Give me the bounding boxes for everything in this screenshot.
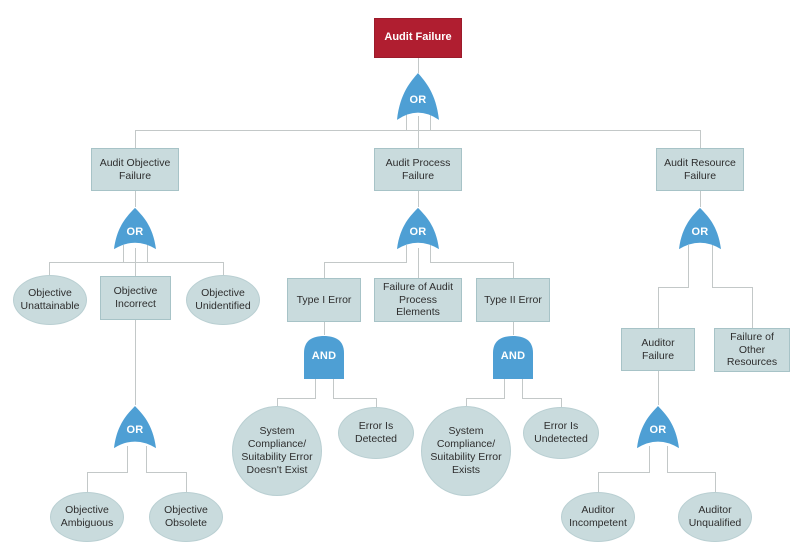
connector [522, 377, 562, 407]
or-gate-icon [679, 207, 721, 250]
or-gate-auditor: OR [636, 405, 680, 450]
or-gate-label: OR [409, 225, 427, 238]
and-gate-type-i: AND [302, 335, 346, 380]
node-error-is-detected: Error Is Detected [338, 407, 414, 459]
or-gate-icon [637, 405, 679, 449]
or-gate-icon [114, 207, 156, 250]
node-objective-obsolete: Objective Obsolete [149, 492, 223, 542]
node-auditor-unqualified: Auditor Unqualified [678, 492, 752, 542]
node-audit-failure: Audit Failure [374, 18, 462, 58]
node-failure-of-other-resources: Failure of Other Resources [714, 328, 790, 372]
or-gate-objective-incorrect: OR [113, 405, 157, 450]
or-gate-top: OR [396, 72, 440, 122]
and-gate-label: AND [311, 349, 337, 362]
node-type-i-error: Type I Error [287, 278, 361, 322]
node-system-error-doesnt-exist: System Compliance/ Suitability Error Doe… [232, 406, 322, 496]
or-gate-label: OR [126, 225, 144, 238]
node-objective-unidentified: Objective Unidentified [186, 275, 260, 325]
or-gate-label: OR [691, 225, 709, 238]
node-audit-process-failure: Audit Process Failure [374, 148, 462, 191]
node-auditor-failure: Auditor Failure [621, 328, 695, 371]
connector [667, 446, 716, 492]
and-gate-type-ii: AND [491, 335, 535, 380]
node-audit-resource-failure: Audit Resource Failure [656, 148, 744, 191]
node-system-error-exists: System Compliance/ Suitability Error Exi… [421, 406, 511, 496]
connector [333, 377, 377, 407]
node-audit-objective-failure: Audit Objective Failure [91, 148, 179, 191]
connector [658, 245, 689, 328]
node-objective-ambiguous: Objective Ambiguous [50, 492, 124, 542]
node-error-is-undetected: Error Is Undetected [523, 407, 599, 459]
connector [466, 377, 505, 406]
and-gate-icon [304, 336, 344, 379]
or-gate-process: OR [396, 207, 440, 251]
or-gate-icon [397, 73, 439, 120]
node-objective-incorrect: Objective Incorrect [100, 276, 171, 320]
node-type-ii-error: Type II Error [476, 278, 550, 322]
or-gate-objective: OR [113, 207, 157, 251]
connector [87, 446, 128, 492]
connector [49, 262, 224, 276]
connector [324, 245, 407, 278]
and-gate-icon [493, 336, 533, 379]
or-gate-label: OR [409, 94, 427, 106]
or-gate-resource: OR [678, 207, 722, 251]
connector [430, 245, 514, 278]
connector [277, 377, 316, 406]
node-auditor-incompetent: Auditor Incompetent [561, 492, 635, 542]
or-gate-label: OR [126, 424, 144, 437]
or-gate-label: OR [649, 424, 667, 437]
and-gate-label: AND [500, 349, 526, 362]
or-gate-icon [397, 207, 439, 250]
node-failure-of-audit-process-elements: Failure of Audit Process Elements [374, 278, 462, 322]
connector [712, 245, 753, 328]
node-objective-unattainable: Objective Unattainable [13, 275, 87, 325]
or-gate-icon [114, 405, 156, 449]
connector [598, 446, 650, 492]
connector [146, 446, 187, 492]
